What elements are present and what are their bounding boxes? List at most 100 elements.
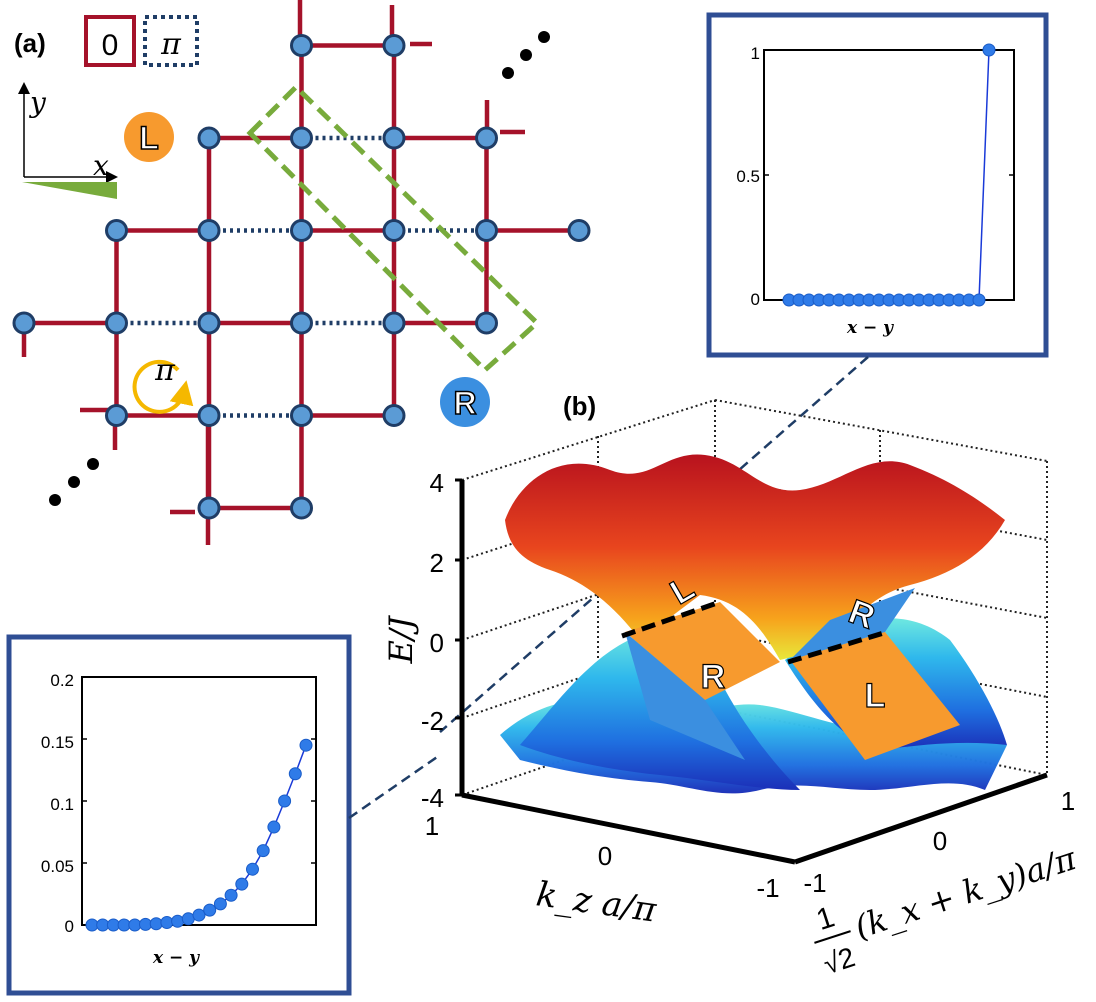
kd-label-fraction-bar bbox=[814, 930, 851, 944]
axis-y-label: y bbox=[28, 86, 47, 119]
data-point bbox=[224, 888, 238, 902]
kd-tick: -1 bbox=[803, 868, 826, 898]
right-badge bbox=[440, 377, 490, 427]
z-tick: 2 bbox=[430, 548, 444, 578]
edge-sheet-L-lower bbox=[790, 632, 960, 760]
ellipsis-dot bbox=[49, 494, 61, 506]
data-point bbox=[288, 767, 302, 781]
lattice-site bbox=[290, 34, 313, 57]
right-badge-text: R bbox=[453, 385, 476, 421]
lattice-site bbox=[290, 126, 313, 150]
panel-a-label: (a) bbox=[14, 28, 46, 58]
data-point bbox=[213, 897, 227, 911]
legend-dotted-text: π bbox=[160, 27, 182, 62]
inset-bottom-ytick: 0.1 bbox=[50, 795, 74, 814]
lattice-site bbox=[382, 126, 406, 150]
connector-bottom bbox=[348, 753, 441, 820]
ellipsis-dot bbox=[502, 67, 514, 79]
data-point bbox=[171, 914, 185, 928]
legend-solid-box bbox=[84, 15, 136, 67]
left-badge bbox=[124, 112, 174, 162]
lattice-site bbox=[105, 404, 128, 427]
surface-label-R: R bbox=[701, 658, 726, 696]
ellipsis-dot bbox=[87, 458, 99, 470]
inset-bottom-ticks bbox=[82, 676, 316, 926]
inset-top-ticks bbox=[764, 49, 1014, 301]
lattice-site bbox=[197, 126, 221, 150]
lattice bbox=[12, 0, 591, 545]
inset-top-ytick: 0 bbox=[751, 290, 760, 309]
box-axes bbox=[459, 480, 1048, 865]
energy-axis-label: E/J bbox=[382, 614, 420, 664]
lattice-site bbox=[475, 311, 498, 335]
kd-label-denominator: √2 bbox=[820, 941, 859, 980]
lattice-site bbox=[197, 404, 221, 427]
lattice-site bbox=[382, 404, 406, 427]
edge-sheet-R-upper bbox=[790, 588, 915, 660]
lattice-site bbox=[382, 311, 406, 335]
lattice-site bbox=[197, 311, 221, 335]
lattice-site bbox=[12, 311, 36, 335]
lattice-site bbox=[475, 126, 498, 150]
flux-label: π bbox=[154, 353, 176, 388]
z-tick: -2 bbox=[421, 706, 444, 736]
inset-bottom-plot bbox=[85, 738, 313, 932]
data-point bbox=[128, 918, 142, 932]
data-point bbox=[160, 916, 174, 930]
kz-axis-label: k_z a/π bbox=[534, 874, 659, 930]
kd-tick: 0 bbox=[933, 826, 947, 856]
lattice-site bbox=[567, 219, 591, 242]
kz-tick: 0 bbox=[598, 841, 612, 871]
data-point bbox=[278, 794, 292, 808]
legend-solid-text: 0 bbox=[102, 29, 119, 62]
lattice-site bbox=[382, 34, 406, 57]
lattice-site bbox=[290, 404, 313, 427]
z-tick: -4 bbox=[421, 783, 444, 813]
data-point bbox=[972, 293, 986, 307]
surface-label-L: L bbox=[865, 677, 886, 715]
kd-label-rest: (k_x + k_y)a/π bbox=[850, 839, 1081, 946]
data-point bbox=[192, 908, 206, 922]
ellipsis-dot bbox=[68, 476, 80, 488]
data-point bbox=[267, 820, 281, 834]
inset-bottom-ytick: 0.2 bbox=[50, 671, 74, 690]
lattice-site bbox=[197, 496, 221, 520]
inset-bottom-xlabel: x − y bbox=[152, 948, 200, 968]
edge-sheet-R-lower bbox=[625, 632, 745, 760]
crossing-line-left bbox=[621, 599, 721, 639]
lattice-site bbox=[290, 496, 313, 520]
inset-bottom-ytick: 0.15 bbox=[41, 733, 74, 752]
inset-top-axes bbox=[763, 49, 1015, 301]
z-axis-ticks bbox=[455, 478, 462, 797]
data-point bbox=[299, 738, 313, 752]
kz-tick: -1 bbox=[756, 873, 779, 903]
inset-top-ytick: 1 bbox=[751, 44, 760, 63]
inset-top-ytick: 0.5 bbox=[736, 167, 760, 186]
kd-tick: 1 bbox=[1061, 786, 1075, 816]
panel-b-label: (b) bbox=[563, 391, 596, 421]
inset-bottom-ytick: 0.05 bbox=[41, 857, 74, 876]
lattice-site bbox=[290, 311, 313, 335]
inset-bottom-ytick: 0 bbox=[65, 917, 74, 936]
crossing-line-right bbox=[787, 629, 888, 665]
inset-top: 1 0.5 0 x − y bbox=[706, 12, 1049, 358]
data-point bbox=[982, 43, 996, 57]
data-point bbox=[96, 918, 110, 932]
kd-label-numerator: 1 bbox=[812, 901, 838, 938]
kz-tick: 1 bbox=[425, 811, 439, 841]
inset-bottom: 0.2 0.15 0.1 0.05 0 x − y bbox=[6, 634, 352, 996]
data-point bbox=[256, 844, 270, 858]
gradient-wedge bbox=[22, 182, 117, 199]
lattice-site bbox=[197, 219, 221, 242]
data-point bbox=[139, 917, 152, 931]
edge-sheet-L-upper bbox=[625, 602, 780, 700]
lattice-site bbox=[105, 311, 128, 335]
data-point bbox=[203, 903, 217, 917]
z-tick: 0 bbox=[430, 628, 444, 658]
left-badge-text: L bbox=[139, 120, 159, 156]
ellipsis-dot bbox=[538, 31, 550, 43]
panel-a: (a) 0 π y x L R π bbox=[12, 0, 591, 545]
ellipsis-dot bbox=[520, 49, 532, 61]
data-point bbox=[246, 862, 259, 876]
